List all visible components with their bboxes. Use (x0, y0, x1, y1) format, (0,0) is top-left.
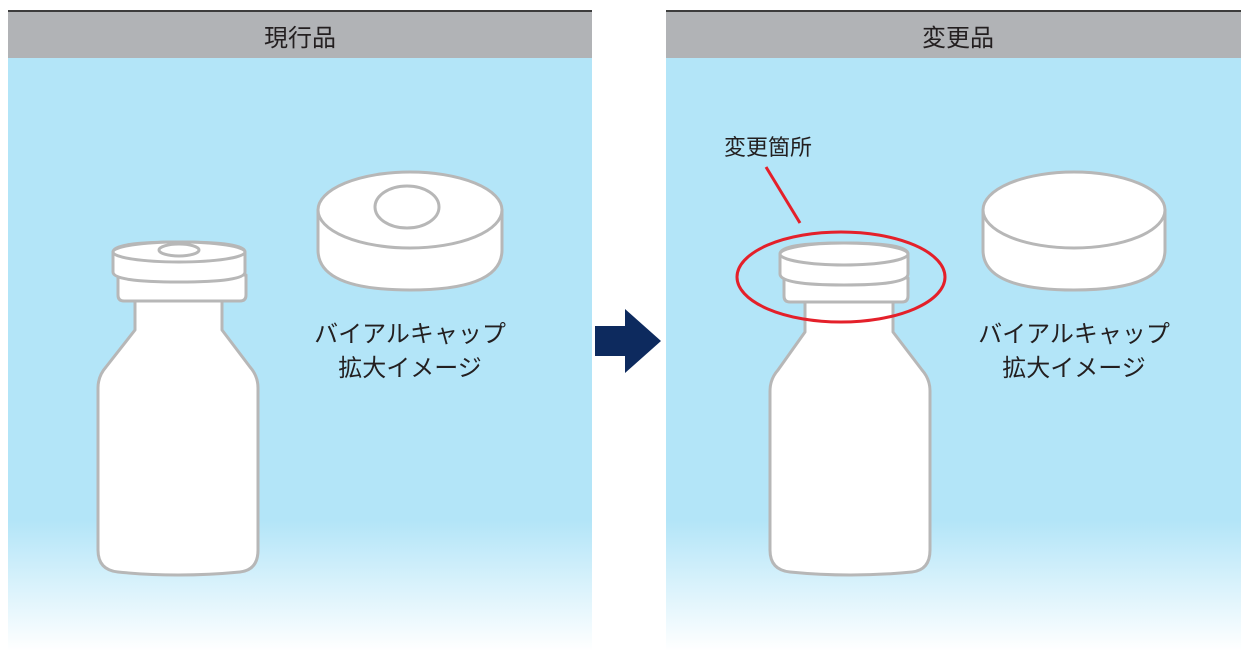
vial-body (96, 299, 260, 577)
vial-cap-hole (157, 242, 201, 258)
changed-product-title: 変更品 (666, 10, 1241, 58)
changed-product-body (666, 58, 1241, 651)
current-cap-label-line2: 拡大イメージ (338, 354, 482, 382)
changed-product-panel: 変更品 変更箇所 バイアルキャップ 拡大イメージ (666, 10, 1241, 651)
change-highlight-ellipse (735, 230, 947, 324)
changed-cap-label-line2: 拡大イメージ (1002, 354, 1146, 382)
changed-cap-label-line1: バイアルキャップ (978, 320, 1170, 348)
current-product-title: 現行品 (8, 10, 592, 58)
current-cap-label: バイアルキャップ 拡大イメージ (280, 317, 540, 385)
changed-vial-illustration (735, 166, 1167, 577)
current-vial-illustration (96, 170, 504, 577)
current-cap-label-line1: バイアルキャップ (314, 320, 506, 348)
enlarged-cap-top (981, 170, 1167, 250)
change-callout-label: 変更箇所 (724, 136, 813, 161)
arrow-right-icon (595, 309, 661, 373)
vial-body (768, 300, 932, 577)
current-product-panel: 現行品 バイアルキャップ 拡大イメージ (8, 10, 592, 651)
change-callout-line (764, 166, 802, 224)
changed-cap-label: バイアルキャップ 拡大イメージ (944, 317, 1204, 385)
enlarged-cap-hole (373, 184, 441, 230)
